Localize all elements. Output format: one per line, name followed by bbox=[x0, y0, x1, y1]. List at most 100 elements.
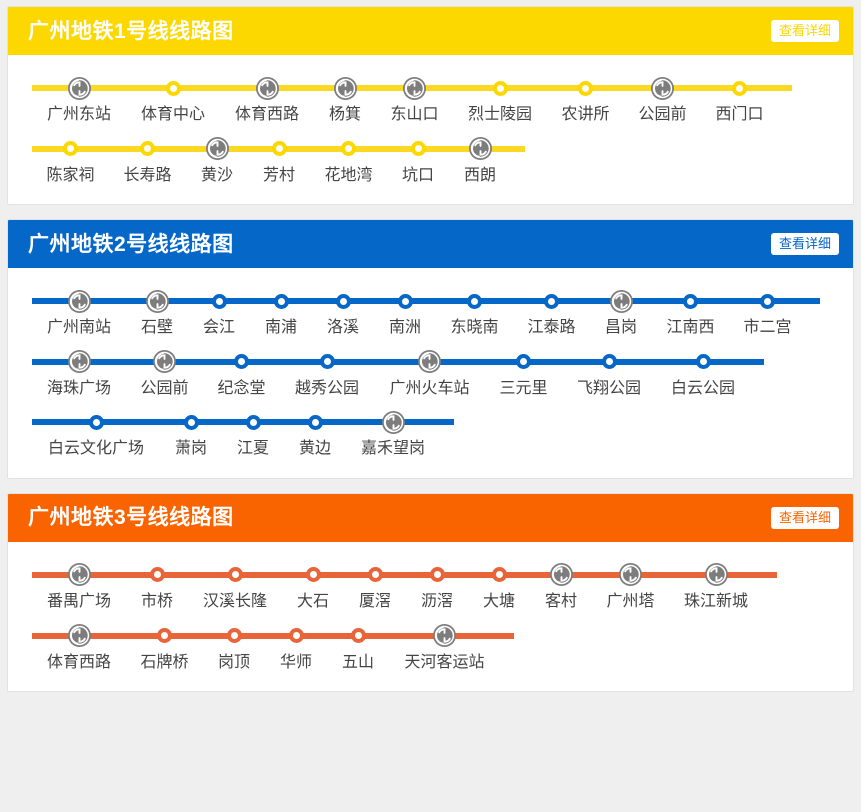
station-marker[interactable] bbox=[126, 71, 220, 105]
station-dot-slot bbox=[491, 558, 507, 592]
station-dot-slot bbox=[67, 619, 92, 653]
line-track bbox=[32, 571, 777, 578]
line-track bbox=[32, 298, 820, 305]
station-marker[interactable] bbox=[160, 405, 222, 439]
route-row: 番禺广场市桥汉溪长隆大石厦滘沥滘大塘客村广州塔珠江新城 bbox=[8, 558, 853, 611]
station-marker[interactable] bbox=[344, 558, 406, 592]
line-card-1: 广州地铁1号线线路图查看详细广州东站体育中心体育西路杨箕东山口烈士陵园农讲所公园… bbox=[7, 6, 854, 206]
route-row: 体育西路石牌桥岗顶华师五山天河客运站 bbox=[8, 619, 853, 672]
transfer-icon bbox=[468, 137, 492, 161]
station-name-label: 体育西路 bbox=[46, 653, 111, 671]
station-marker[interactable] bbox=[312, 284, 374, 318]
station-marker[interactable] bbox=[624, 71, 701, 105]
station-marker[interactable] bbox=[562, 345, 656, 379]
station-dot-icon bbox=[165, 80, 181, 96]
station-marker[interactable] bbox=[265, 619, 327, 653]
station-dot-strip bbox=[8, 132, 511, 166]
station-marker[interactable] bbox=[590, 284, 652, 318]
station-marker[interactable] bbox=[374, 345, 485, 379]
station-marker[interactable] bbox=[109, 132, 186, 166]
station-marker[interactable] bbox=[374, 284, 436, 318]
station-dot-slot bbox=[227, 558, 243, 592]
route-row: 海珠广场公园前纪念堂越秀公园广州火车站三元里飞翔公园白云公园 bbox=[8, 345, 853, 398]
line-card-body: 广州南站石壁会江南浦洛溪南洲东晓南江泰路昌岗江南西市二宫海珠广场公园前纪念堂越秀… bbox=[8, 268, 853, 478]
station-marker[interactable] bbox=[186, 132, 248, 166]
station-marker[interactable] bbox=[327, 619, 389, 653]
station-label-strip: 广州南站石壁会江南浦洛溪南洲东晓南江泰路昌岗江南西市二宫 bbox=[8, 319, 853, 337]
station-name-label: 江南西 bbox=[666, 319, 715, 337]
station-marker[interactable] bbox=[485, 345, 562, 379]
station-marker[interactable] bbox=[203, 619, 265, 653]
station-marker[interactable] bbox=[284, 405, 346, 439]
station-marker[interactable] bbox=[32, 558, 126, 592]
station-dot-slot bbox=[650, 71, 675, 105]
station-marker[interactable] bbox=[314, 71, 376, 105]
station-marker[interactable] bbox=[250, 284, 312, 318]
view-detail-button[interactable]: 查看详细 bbox=[770, 233, 839, 256]
station-dot-strip bbox=[8, 619, 500, 653]
station-marker[interactable] bbox=[406, 558, 468, 592]
station-marker[interactable] bbox=[449, 132, 511, 166]
station-marker[interactable] bbox=[656, 345, 750, 379]
station-marker[interactable] bbox=[188, 558, 282, 592]
station-name-label: 大石 bbox=[296, 592, 329, 610]
station-marker[interactable] bbox=[248, 132, 310, 166]
station-marker[interactable] bbox=[203, 345, 280, 379]
station-dot-icon bbox=[341, 141, 356, 157]
station-marker[interactable] bbox=[220, 71, 314, 105]
station-marker[interactable] bbox=[468, 558, 530, 592]
station-marker[interactable] bbox=[32, 71, 126, 105]
station-dot-slot bbox=[305, 558, 321, 592]
line-track bbox=[32, 358, 764, 365]
station-marker[interactable] bbox=[126, 345, 203, 379]
station-marker[interactable] bbox=[729, 284, 806, 318]
station-marker[interactable] bbox=[701, 71, 778, 105]
station-marker[interactable] bbox=[32, 345, 126, 379]
station-marker[interactable] bbox=[376, 71, 453, 105]
station-name-label: 厦滘 bbox=[358, 592, 391, 610]
station-label-strip: 海珠广场公园前纪念堂越秀公园广州火车站三元里飞翔公园白云公园 bbox=[8, 380, 853, 398]
station-marker[interactable] bbox=[32, 619, 126, 653]
station-marker[interactable] bbox=[346, 405, 440, 439]
station-dot-strip bbox=[8, 558, 763, 592]
station-dot-slot bbox=[410, 132, 426, 166]
station-dot-icon bbox=[397, 293, 413, 309]
station-dot-slot bbox=[88, 405, 104, 439]
station-marker[interactable] bbox=[513, 284, 590, 318]
station-marker[interactable] bbox=[453, 71, 547, 105]
transfer-icon bbox=[67, 76, 91, 100]
station-marker[interactable] bbox=[222, 405, 284, 439]
station-name-label: 公园前 bbox=[140, 379, 189, 397]
station-marker[interactable] bbox=[32, 132, 109, 166]
track-wrap bbox=[8, 345, 853, 379]
station-marker[interactable] bbox=[592, 558, 669, 592]
station-marker[interactable] bbox=[669, 558, 763, 592]
station-marker[interactable] bbox=[387, 132, 449, 166]
station-marker[interactable] bbox=[32, 405, 160, 439]
station-dot-icon bbox=[273, 293, 289, 309]
station-marker[interactable] bbox=[389, 619, 500, 653]
station-marker[interactable] bbox=[547, 71, 624, 105]
station-dot-icon bbox=[140, 141, 155, 157]
station-marker[interactable] bbox=[126, 558, 188, 592]
station-marker[interactable] bbox=[436, 284, 513, 318]
station-marker[interactable] bbox=[282, 558, 344, 592]
station-marker[interactable] bbox=[126, 619, 203, 653]
view-detail-button[interactable]: 查看详细 bbox=[770, 506, 839, 529]
station-dot-slot bbox=[165, 71, 181, 105]
station-dot-slot bbox=[683, 284, 698, 318]
station-marker[interactable] bbox=[530, 558, 592, 592]
station-marker[interactable] bbox=[280, 345, 374, 379]
station-marker[interactable] bbox=[652, 284, 729, 318]
station-label-strip: 番禺广场市桥汉溪长隆大石厦滘沥滘大塘客村广州塔珠江新城 bbox=[8, 593, 853, 611]
track-wrap bbox=[8, 558, 853, 592]
station-marker[interactable] bbox=[188, 284, 250, 318]
station-dot-slot bbox=[152, 345, 177, 379]
station-dot-slot bbox=[578, 71, 593, 105]
station-marker[interactable] bbox=[310, 132, 387, 166]
view-detail-button[interactable]: 查看详细 bbox=[770, 20, 839, 42]
station-marker[interactable] bbox=[126, 284, 188, 318]
station-dot-slot bbox=[140, 132, 155, 166]
station-dot-icon bbox=[578, 80, 593, 96]
station-marker[interactable] bbox=[32, 284, 126, 318]
